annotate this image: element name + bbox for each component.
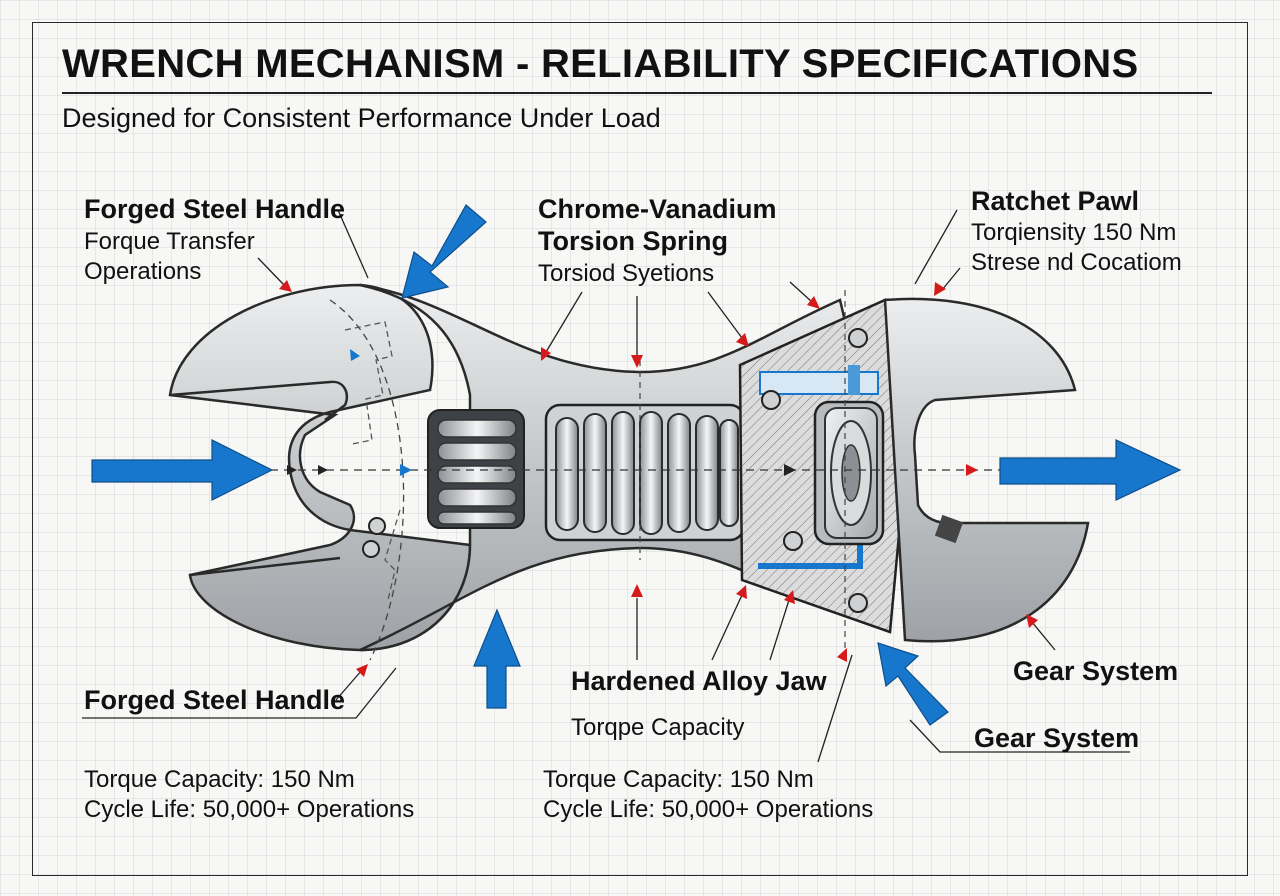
pointer-arrow-icon [837, 648, 847, 662]
callout-jaw-line1: Torqpe Capacity [571, 714, 745, 741]
force-arrow-icon [91, 439, 274, 501]
bearing-icon [813, 400, 885, 546]
callout-spring-title-2: Torsion Spring [538, 226, 728, 256]
callout-handle-top-line1: Forque Transfer [84, 228, 255, 255]
pointer-arrow-icon [631, 355, 643, 368]
right-wrench-jaw [883, 297, 1090, 643]
callout-gear-bottom-title: Gear System [974, 723, 1140, 753]
callout-pawl-title: Ratchet Pawl [971, 186, 1140, 216]
callout-handle-top-title: Forged Steel Handle [84, 194, 346, 224]
pointer-arrow-icon [541, 347, 551, 361]
pointer-arrow-icon [1026, 614, 1038, 628]
bolt-icon [362, 328, 868, 613]
force-arrow-icon [877, 642, 949, 726]
callout-handle-top-line2: Operations [84, 258, 202, 285]
spec-left-cycle: Cycle Life: 50,000+ Operations [84, 796, 415, 823]
callout-spring-title-1: Chrome-Vanadium [538, 194, 777, 224]
drawing-frame [32, 22, 1248, 876]
force-arrow-icon [999, 439, 1182, 501]
callout-gear-right-title: Gear System [1013, 656, 1179, 686]
force-arrow-icon [401, 204, 487, 299]
pointer-arrow-icon [934, 282, 946, 296]
pointer-arrow-icon [807, 296, 820, 309]
callout-pawl-line2: Strese nd Cocatiom [971, 249, 1182, 276]
spec-left-torque: Torque Capacity: 150 Nm [84, 766, 355, 793]
callout-jaw-title: Hardened Alloy Jaw [571, 666, 827, 696]
pointer-arrow-icon [736, 333, 749, 347]
page-subtitle: Designed for Consistent Performance Unde… [62, 103, 661, 133]
callout-spring-line1: Torsiod Syetions [538, 260, 715, 287]
pointer-arrow-icon [356, 664, 368, 677]
page-title: WRENCH MECHANISM - RELIABILITY SPECIFICA… [62, 42, 1139, 86]
spec-right-cycle: Cycle Life: 50,000+ Operations [543, 796, 874, 823]
pointer-arrow-icon [279, 280, 292, 292]
torsion-spring-icon [555, 411, 739, 535]
pointer-arrow-icon [784, 590, 795, 604]
force-arrow-icon [473, 608, 521, 709]
callout-handle-bottom-title: Forged Steel Handle [84, 685, 346, 715]
pointer-arrow-icon [631, 584, 643, 597]
callout-pawl-line1: Torqiensity 150 Nm [971, 219, 1177, 246]
spec-right-torque: Torque Capacity: 150 Nm [543, 766, 814, 793]
pointer-arrow-icon [736, 585, 747, 599]
